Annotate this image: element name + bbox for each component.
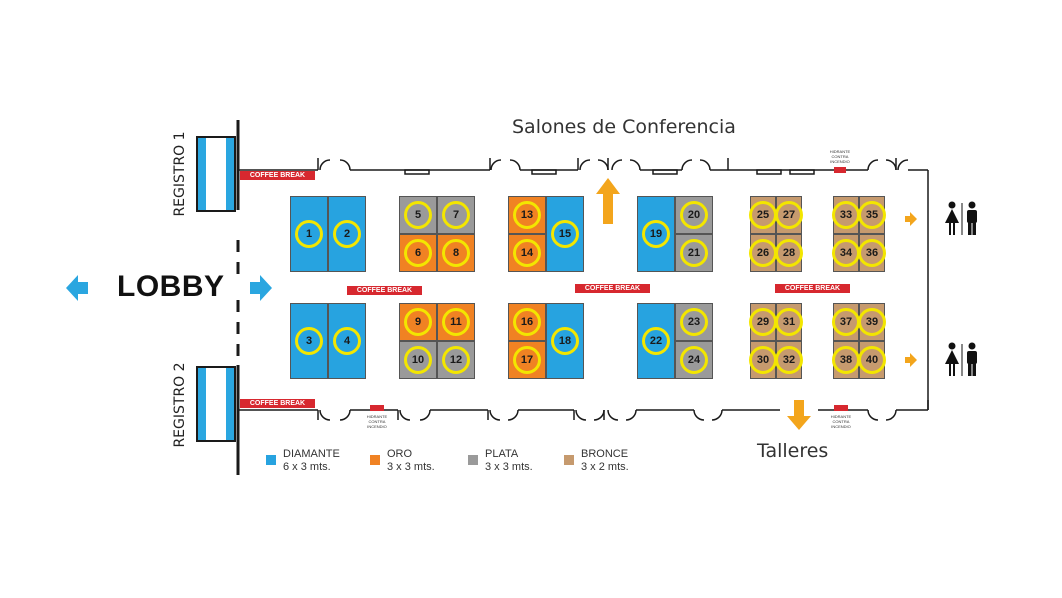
hydrant-top: [834, 167, 846, 173]
booth-number-36: 36: [858, 239, 886, 267]
lobby-left-arrow-icon: [66, 275, 88, 301]
hydrant-bottom-left: [370, 405, 384, 411]
booth-number-2: 2: [333, 220, 361, 248]
booth-number-24: 24: [680, 346, 708, 374]
lobby-label: LOBBY: [117, 270, 225, 303]
hydrant-br-line-3: INCENDIO: [831, 424, 851, 429]
booth-number-20: 20: [680, 201, 708, 229]
registro-1-label: REGISTRO 1: [172, 131, 188, 217]
legend-swatch-plata: [468, 455, 478, 465]
legend-swatch-oro: [370, 455, 380, 465]
hydrant-bottom-right: [834, 405, 848, 411]
booth-number-39: 39: [858, 308, 886, 336]
booth-number-5: 5: [404, 201, 432, 229]
booth-number-3: 3: [295, 327, 323, 355]
hydrant-bottom-right-label: HIDRANTE CONTRA INCENDIO: [819, 414, 863, 429]
booth-number-19: 19: [642, 220, 670, 248]
hydrant-bottom-left-label: HIDRANTE CONTRA INCENDIO: [355, 414, 399, 429]
booth-number-1: 1: [295, 220, 323, 248]
booth-number-8: 8: [442, 239, 470, 267]
hydrant-top-line-3: INCENDIO: [830, 159, 850, 164]
legend-swatch-diamante: [266, 455, 276, 465]
booth-number-25: 25: [749, 201, 777, 229]
booth-number-16: 16: [513, 308, 541, 336]
booth-number-7: 7: [442, 201, 470, 229]
legend-name-diamante: DIAMANTE: [283, 448, 340, 460]
hydrant-bl-line-2: CONTRA: [368, 419, 386, 424]
booth-number-11: 11: [442, 308, 470, 336]
hydrant-br-line-2: CONTRA: [832, 419, 850, 424]
booth-number-6: 6: [404, 239, 432, 267]
booth-number-34: 34: [832, 239, 860, 267]
booth-number-31: 31: [775, 308, 803, 336]
booth-number-14: 14: [513, 239, 541, 267]
booth-number-13: 13: [513, 201, 541, 229]
registro-1-desk-right: [226, 138, 234, 210]
legend-name-bronce: BRONCE: [581, 448, 629, 460]
hydrant-top-label: HIDRANTE CONTRA INCENDIO: [818, 149, 862, 164]
booth-number-23: 23: [680, 308, 708, 336]
booth-number-28: 28: [775, 239, 803, 267]
coffee-break-bottom-left: COFFEE BREAK: [240, 399, 315, 408]
legend-swatch-bronce: [564, 455, 574, 465]
coffee-break-mid-1: COFFEE BREAK: [347, 286, 422, 295]
booth-number-40: 40: [858, 346, 886, 374]
booth-number-22: 22: [642, 327, 670, 355]
registro-1-desk: [196, 136, 236, 212]
legend-size-diamante: 6 x 3 mts.: [283, 461, 331, 473]
coffee-break-mid-2: COFFEE BREAK: [575, 284, 650, 293]
booth-number-18: 18: [551, 327, 579, 355]
booth-number-26: 26: [749, 239, 777, 267]
conference-rooms-label: Salones de Conferencia: [512, 116, 736, 138]
booth-number-9: 9: [404, 308, 432, 336]
workshops-label: Talleres: [757, 440, 829, 462]
exit-arrow-top-icon: [905, 212, 917, 226]
arrow-up-icon: [596, 178, 620, 224]
hydrant-bl-line-3: INCENDIO: [367, 424, 387, 429]
booth-number-21: 21: [680, 239, 708, 267]
booth-number-10: 10: [404, 346, 432, 374]
registro-2-desk-left: [198, 368, 206, 440]
lobby-right-arrow-icon: [250, 275, 272, 301]
hydrant-top-line-1: HIDRANTE: [829, 149, 851, 154]
booth-number-15: 15: [551, 220, 579, 248]
booth-number-27: 27: [775, 201, 803, 229]
arrow-down-icon: [787, 400, 811, 430]
legend-size-plata: 3 x 3 mts.: [485, 461, 533, 473]
registro-1-desk-left: [198, 138, 206, 210]
booth-number-30: 30: [749, 346, 777, 374]
booth-number-29: 29: [749, 308, 777, 336]
booth-number-32: 32: [775, 346, 803, 374]
registro-2-desk: [196, 366, 236, 442]
restroom-bottom-icon: [945, 342, 977, 376]
booth-number-4: 4: [333, 327, 361, 355]
legend-size-bronce: 3 x 2 mts.: [581, 461, 629, 473]
booth-number-35: 35: [858, 201, 886, 229]
top-wall: [238, 158, 929, 410]
registro-2-label: REGISTRO 2: [172, 362, 188, 448]
hydrant-bl-line-1: HIDRANTE: [366, 414, 388, 419]
legend-name-oro: ORO: [387, 448, 413, 460]
coffee-break-top-left: COFFEE BREAK: [240, 171, 315, 180]
booth-number-33: 33: [832, 201, 860, 229]
hydrant-top-line-2: CONTRA: [831, 154, 849, 159]
restroom-top-icon: [945, 201, 977, 235]
exit-arrow-bottom-icon: [905, 353, 917, 367]
hydrant-br-line-1: HIDRANTE: [830, 414, 852, 419]
coffee-break-mid-3: COFFEE BREAK: [775, 284, 850, 293]
booth-number-37: 37: [832, 308, 860, 336]
booth-number-17: 17: [513, 346, 541, 374]
booth-number-12: 12: [442, 346, 470, 374]
legend-name-plata: PLATA: [485, 448, 519, 460]
legend-size-oro: 3 x 3 mts.: [387, 461, 435, 473]
registro-2-desk-right: [226, 368, 234, 440]
booth-number-38: 38: [832, 346, 860, 374]
